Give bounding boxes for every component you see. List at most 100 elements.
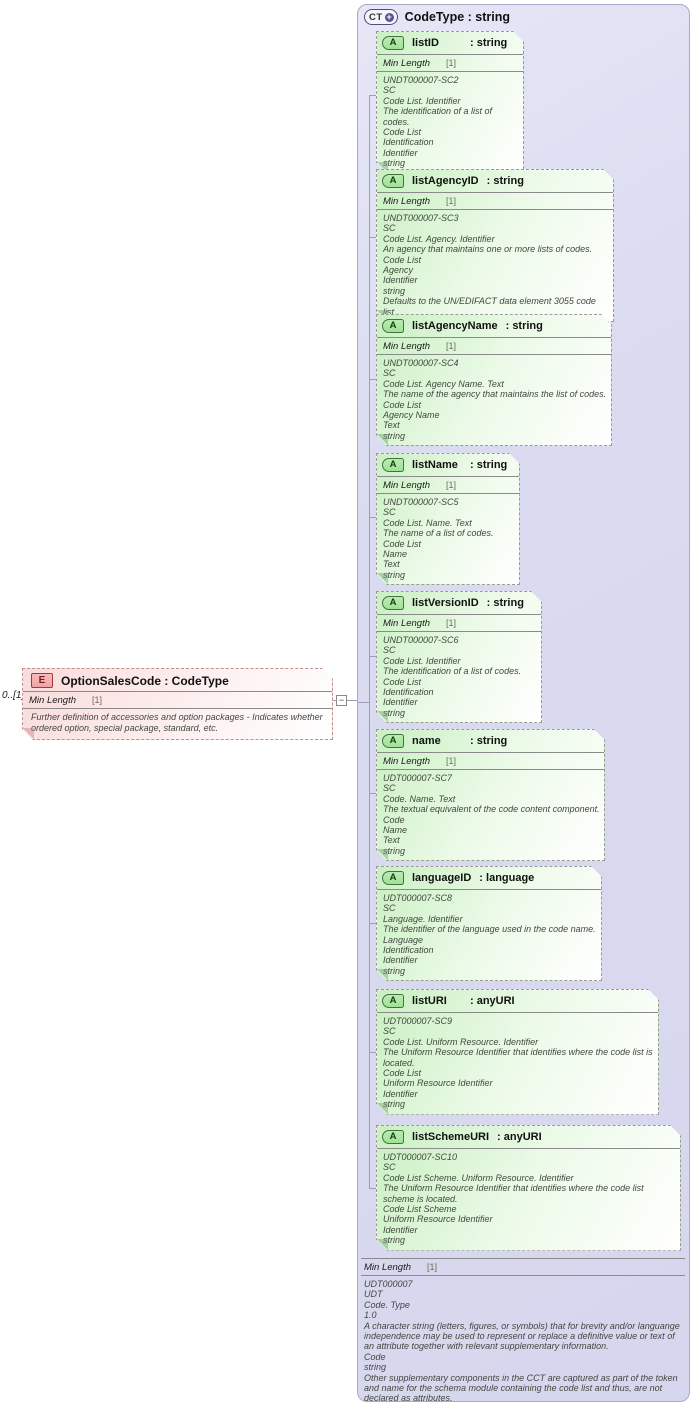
codetype-annotation: UDT000007 UDT Code. Type 1.0 A character… bbox=[364, 1279, 680, 1404]
attribute-facet: Min Length[1] bbox=[377, 56, 523, 70]
attribute-name: languageID bbox=[412, 872, 472, 884]
attribute-box-listSchemeURI[interactable]: A listSchemeURI : anyURI UDT000007-SC10 … bbox=[376, 1125, 681, 1251]
divider bbox=[361, 1275, 685, 1276]
attribute-type: : string bbox=[505, 320, 543, 332]
attribute-header[interactable]: A name : string bbox=[377, 730, 604, 751]
facet-value: [1] bbox=[446, 756, 457, 766]
element-title: OptionSalesCode : CodeType bbox=[61, 673, 229, 688]
tree-connector-line bbox=[369, 517, 376, 518]
attribute-annotation: UNDT000007-SC5 SC Code List. Name. Text … bbox=[383, 497, 494, 580]
attribute-icon: A bbox=[382, 458, 404, 472]
divider bbox=[377, 614, 541, 615]
attribute-annotation: UNDT000007-SC6 SC Code List. Identifier … bbox=[383, 635, 522, 718]
divider bbox=[23, 708, 332, 709]
expand-plus-icon: + bbox=[384, 11, 394, 22]
divider bbox=[377, 889, 601, 890]
attribute-header[interactable]: A listVersionID : string bbox=[377, 592, 541, 613]
divider bbox=[377, 54, 523, 55]
attribute-header[interactable]: A listSchemeURI : anyURI bbox=[377, 1126, 680, 1147]
element-option-sales-code[interactable]: E OptionSalesCode : CodeType Min Length [… bbox=[22, 668, 333, 740]
attribute-name: listName bbox=[412, 459, 458, 471]
tree-connector-line bbox=[369, 95, 370, 1188]
attribute-header[interactable]: A listURI : anyURI bbox=[377, 990, 658, 1011]
divider bbox=[377, 192, 613, 193]
facet-name: Min Length bbox=[383, 480, 431, 491]
divider bbox=[377, 1148, 680, 1149]
attribute-box-listVersionID[interactable]: A listVersionID : string Min Length [1] U… bbox=[376, 591, 542, 723]
divider bbox=[23, 691, 332, 692]
attribute-box-listID[interactable]: A listID : string Min Length[1] UNDT0000… bbox=[376, 31, 524, 174]
facet-name: Min Length bbox=[29, 695, 77, 706]
tree-connector-line bbox=[369, 1052, 376, 1053]
attribute-header[interactable]: A listAgencyID : string bbox=[377, 170, 613, 191]
element-description: Further definition of accessories and op… bbox=[31, 712, 323, 733]
facet-name: Min Length bbox=[383, 756, 431, 767]
codetype-annotation-section: Min Length [1] UDT000007 UDT Code. Type 1… bbox=[361, 1257, 685, 1407]
attribute-name: listAgencyID bbox=[412, 175, 479, 187]
attribute-header[interactable]: A listID : string bbox=[377, 32, 523, 53]
attribute-type: : string bbox=[486, 175, 524, 187]
codetype-header[interactable]: CT+ CodeType : string bbox=[364, 9, 510, 25]
attribute-annotation: UDT000007-SC9 SC Code List. Uniform Reso… bbox=[383, 1016, 653, 1110]
attribute-icon: A bbox=[382, 994, 404, 1008]
attribute-icon: A bbox=[382, 871, 404, 885]
element-header[interactable]: E OptionSalesCode : CodeType bbox=[23, 669, 332, 690]
attribute-name: listVersionID bbox=[412, 597, 479, 609]
attribute-type: : anyURI bbox=[497, 1131, 542, 1143]
facet-value: [1] bbox=[446, 480, 457, 490]
attribute-box-name[interactable]: A name : string Min Length [1] UDT000007-… bbox=[376, 729, 605, 861]
attribute-facet: Min Length[1] bbox=[377, 339, 611, 353]
facet-value: [1] bbox=[446, 618, 457, 628]
attribute-icon: A bbox=[382, 174, 404, 188]
facet-name: Min Length bbox=[364, 1262, 412, 1273]
divider bbox=[377, 71, 523, 72]
divider bbox=[377, 1012, 658, 1013]
attribute-annotation: UNDT000007-SC2 SC Code List. Identifier … bbox=[383, 75, 493, 169]
attribute-type: : string bbox=[470, 735, 508, 747]
element-facet: Min Length [1] bbox=[23, 693, 332, 707]
tree-connector-line bbox=[369, 1188, 376, 1189]
attribute-box-listAgencyID[interactable]: A listAgencyID : string Min Length [1] UN… bbox=[376, 169, 614, 322]
attribute-type: : string bbox=[486, 597, 524, 609]
divider bbox=[377, 354, 611, 355]
attribute-icon: A bbox=[382, 36, 404, 50]
attribute-annotation: UNDT000007-SC3 SC Code List. Agency. Ide… bbox=[383, 213, 596, 317]
tree-connector-line bbox=[369, 379, 376, 380]
facet-name: Min Length bbox=[383, 618, 431, 629]
facet-value: [1] bbox=[427, 1262, 438, 1272]
attribute-annotation: UDT000007-SC7 SC Code. Name. Text The te… bbox=[383, 773, 600, 856]
attribute-name: listURI bbox=[412, 995, 447, 1007]
divider bbox=[361, 1258, 685, 1259]
attribute-name: listID bbox=[412, 37, 439, 49]
attribute-facet: Min Length [1] bbox=[377, 616, 541, 630]
attribute-header[interactable]: A languageID : language bbox=[377, 867, 601, 888]
attribute-header[interactable]: A listName : string bbox=[377, 454, 519, 475]
attribute-box-languageID[interactable]: A languageID : language UDT000007-SC8 SC… bbox=[376, 866, 602, 981]
divider bbox=[377, 769, 604, 770]
attribute-icon: A bbox=[382, 1130, 404, 1144]
collapse-toggle[interactable]: − bbox=[336, 695, 347, 706]
tree-connector-line bbox=[369, 923, 376, 924]
facet-value: [1] bbox=[446, 196, 457, 206]
attribute-type: : language bbox=[479, 872, 535, 884]
attribute-icon: A bbox=[382, 319, 404, 333]
attribute-type: : string bbox=[470, 459, 508, 471]
attribute-header[interactable]: A listAgencyName : string bbox=[377, 315, 611, 336]
facet-name: Min Length bbox=[383, 58, 431, 69]
codetype-container[interactable]: CT+ CodeType : string A listID : string … bbox=[357, 4, 690, 1403]
facet-name: Min Length bbox=[383, 341, 431, 352]
attribute-annotation: UNDT000007-SC4 SC Code List. Agency Name… bbox=[383, 358, 607, 441]
attribute-box-listName[interactable]: A listName : string Min Length [1] UNDT00… bbox=[376, 453, 520, 585]
facet-name: Min Length bbox=[383, 196, 431, 207]
divider bbox=[377, 493, 519, 494]
codetype-title: CodeType : string bbox=[404, 10, 511, 24]
facet-value: [1] bbox=[92, 695, 103, 705]
attribute-box-listAgencyName[interactable]: A listAgencyName : string Min Length[1] … bbox=[376, 314, 612, 446]
attribute-box-listURI[interactable]: A listURI : anyURI UDT000007-SC9 SC Code… bbox=[376, 989, 659, 1115]
codetype-facet: Min Length [1] bbox=[361, 1260, 685, 1274]
attribute-facet: Min Length [1] bbox=[377, 194, 613, 208]
attribute-facet: Min Length [1] bbox=[377, 478, 519, 492]
attribute-annotation: UDT000007-SC10 SC Code List Scheme. Unif… bbox=[383, 1152, 644, 1246]
attribute-icon: A bbox=[382, 596, 404, 610]
divider bbox=[377, 209, 613, 210]
